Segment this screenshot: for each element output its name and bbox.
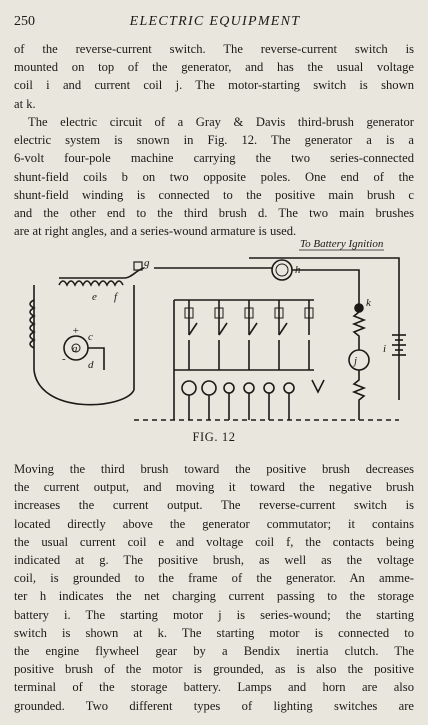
text-line: terminal of the storage battery. Lamps a… [14,680,414,695]
label-c: c [88,331,93,343]
text-line: shunt-field winding is connected to the … [14,187,414,202]
text-line: and the other end to the third brush d. … [14,206,414,221]
text-line: the current output, and moving it toward… [14,480,414,495]
label-d: d [88,359,94,371]
ignition-wire [249,257,400,400]
text-line: shunt-field coils b on two opposite pole… [14,169,414,184]
text-line: electric system is snown in Fig. 12. The… [14,133,414,148]
horn [311,379,325,394]
text-line: the usual current coil e and voltage coi… [14,534,414,549]
label-e: e [92,291,97,303]
circuit-diagram-figure: To Battery Ignition h e f g a c d + - [14,240,414,445]
label-j: j [352,355,357,367]
text-line: of the reverse-current switch. The rever… [14,42,414,56]
text-line: are at right angles, and a series-wound … [14,224,297,239]
text-line: mounted on top of the generator, and has… [14,60,414,75]
current-coil-e [58,280,124,287]
contacts-g [133,261,143,271]
text-line: coil i and current coil j. The motor-sta… [14,78,414,93]
text-line: 6-volt four-pole machine carrying the tw… [14,151,414,166]
label-k: k [366,297,372,309]
label-minus: - [62,353,66,365]
text-line: Moving the third brush toward the positi… [14,462,414,476]
circuit-diagram: To Battery Ignition h e f g a c d + - [29,240,406,421]
text-line: the engine flywheel gear by a Bendix ine… [14,644,414,659]
running-head: ELECTRIC EQUIPMENT [129,14,301,29]
text-line: grounded. Two different types of lightin… [14,698,414,713]
text-line: coil, is grounded to the frame of the ge… [14,571,414,586]
text-line: at k. [14,96,36,111]
battery-i [392,334,406,356]
text-line: switch is shown at k. The starting motor… [14,625,414,640]
page-number: 250 [14,14,35,29]
text-line: located directly above the generator com… [14,516,414,531]
page-header: 250 ELECTRIC EQUIPMENT [14,14,416,34]
label-plus: + [72,325,79,337]
starting-motor-j [348,349,370,371]
starting-switch-k [354,303,364,313]
lighting-branches [173,299,325,420]
text-line: increases the current output. The revers… [14,498,414,513]
label-i: i [383,343,386,355]
paragraph-2: The electric circuit of a Gray & Davis t… [14,113,414,240]
figure-caption: FIG. 12 [192,430,236,444]
text-line: ter h indicates the net charging current… [14,589,414,604]
paragraph-3: Moving the third brush toward the positi… [14,460,414,715]
shunt-field-coil [29,299,36,349]
label-a: a [72,343,78,355]
text-line: indicated at g. The positive brush, as w… [14,553,414,568]
battery-ignition-label: To Battery Ignition [300,240,384,250]
label-g: g [144,257,150,269]
paragraph-1: of the reverse-current switch. The rever… [14,40,414,113]
text-line: battery i. The starting motor j is serie… [14,607,414,622]
ammeter-h [271,259,293,281]
text-line: positive brush of the motor is grounded,… [14,662,414,677]
to-motor-wire [292,269,360,300]
label-f: f [114,291,119,303]
text-line: The electric circuit of a Gray & Davis t… [28,115,414,129]
